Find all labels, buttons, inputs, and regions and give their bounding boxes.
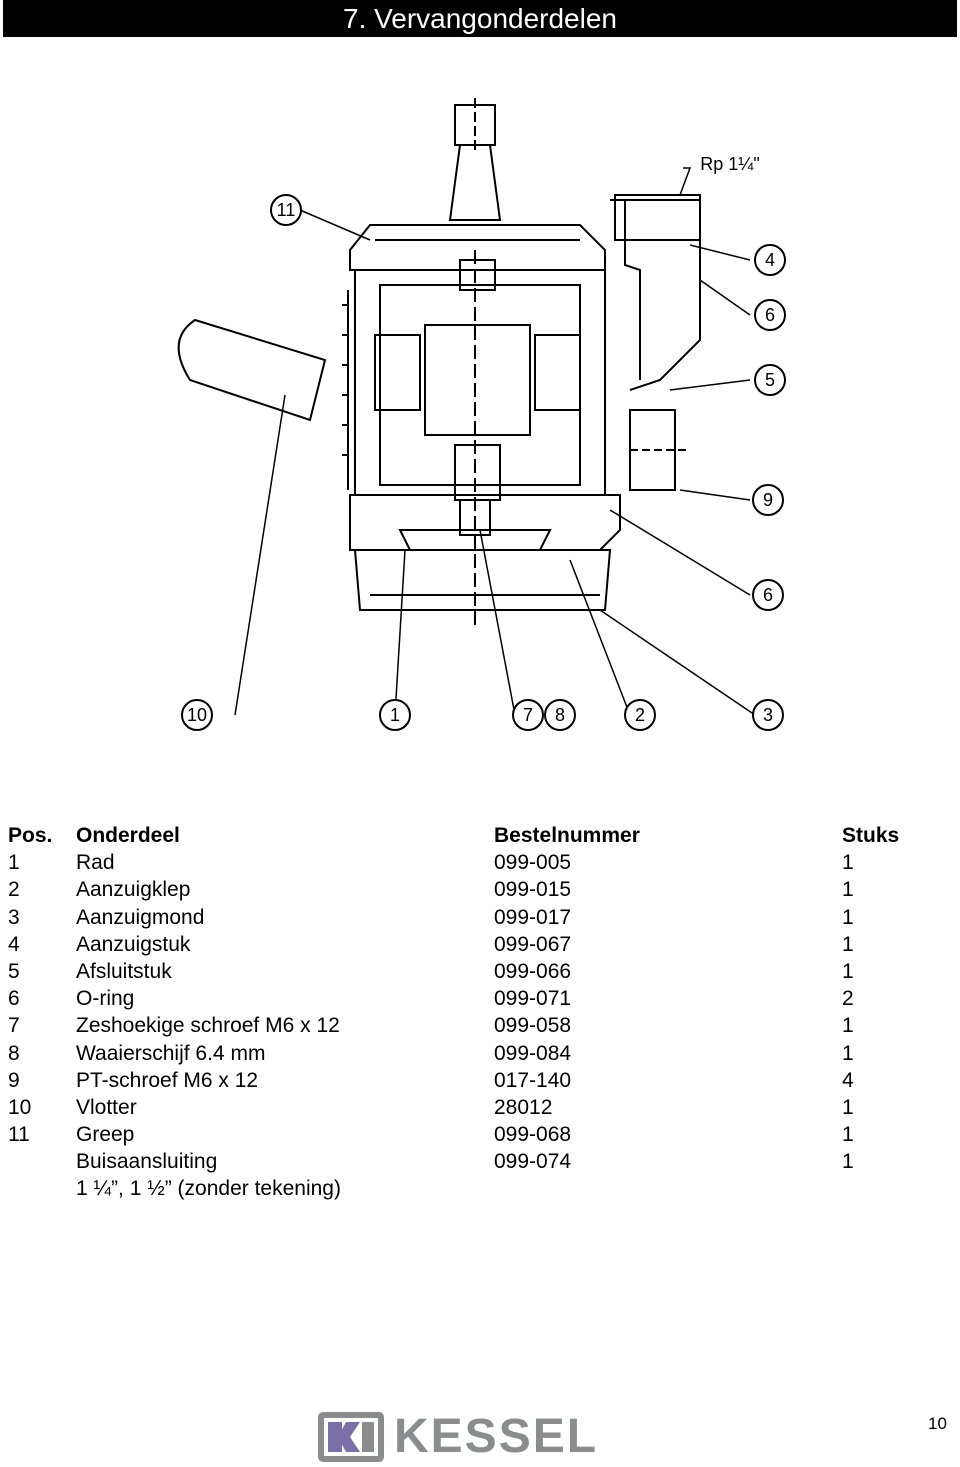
table-row: 5 Afsluitstuk 099-066 1: [8, 958, 948, 985]
cell-order-no: 28012: [494, 1095, 553, 1119]
cell-part: Greep: [76, 1123, 135, 1147]
cell-qty: 1: [842, 1150, 854, 1174]
cell-order-no: 099-066: [494, 959, 572, 983]
cell-part: Aanzuigstuk: [76, 932, 191, 956]
table-row: 9 PT-schroef M6 x 12 017-140 4: [8, 1067, 948, 1094]
cell-part: Aanzuigklep: [76, 878, 191, 902]
thread-label: Rp 1¼": [700, 154, 759, 174]
kessel-logo-mark-icon: [318, 1412, 384, 1462]
cell-pos: 4: [8, 932, 20, 956]
header-qty: Stuks: [842, 824, 900, 847]
header-part: Onderdeel: [76, 824, 180, 847]
table-row: 4 Aanzuigstuk 099-067 1: [8, 931, 948, 958]
cell-part: Buisaansluiting: [76, 1150, 218, 1174]
cell-pos: 10: [8, 1095, 32, 1119]
cell-order-no: 099-015: [494, 878, 572, 902]
table-row: 6 O-ring 099-071 2: [8, 985, 948, 1012]
callout-label: 3: [763, 705, 773, 725]
callout-label: 5: [765, 370, 775, 390]
cell-pos: 8: [8, 1041, 20, 1065]
cell-order-no: 099-071: [494, 987, 572, 1011]
cell-qty: 1: [842, 878, 854, 902]
cell-order-no: 099-058: [494, 1014, 572, 1038]
cell-pos: 3: [8, 905, 20, 929]
cell-part: Vlotter: [76, 1095, 137, 1119]
table-row: 1 ¼”, 1 ½” (zonder tekening): [8, 1175, 948, 1202]
table-row: 2 Aanzuigklep 099-015 1: [8, 876, 948, 903]
header-bar: 7. Vervangonderdelen: [3, 0, 957, 37]
cell-part: Rad: [76, 851, 115, 875]
cell-qty: 1: [842, 1123, 854, 1147]
cell-qty: 4: [842, 1068, 854, 1092]
cell-part: 1 ¼”, 1 ½” (zonder tekening): [76, 1177, 341, 1201]
page-title: 7. Vervangonderdelen: [343, 3, 617, 34]
callout-label: 6: [763, 585, 773, 605]
table-row: 11 Greep 099-068 1: [8, 1121, 948, 1148]
cell-pos: 5: [8, 959, 20, 983]
table-row: 10 Vlotter 28012 1: [8, 1094, 948, 1121]
cell-pos: 7: [8, 1014, 20, 1038]
cell-order-no: 099-005: [494, 851, 572, 875]
cell-order-no: 099-084: [494, 1041, 572, 1065]
header-pos: Pos.: [8, 824, 53, 847]
header-order-no: Bestelnummer: [494, 824, 640, 847]
cell-part: Waaierschijf 6.4 mm: [76, 1041, 266, 1065]
table-row: 3 Aanzuigmond 099-017 1: [8, 904, 948, 931]
cell-order-no: 099-017: [494, 905, 572, 929]
callout-label: 1: [390, 705, 400, 725]
page-number: 10: [928, 1414, 947, 1433]
callout-label: 6: [765, 305, 775, 325]
cell-part: Zeshoekige schroef M6 x 12: [76, 1014, 340, 1038]
callout-label: 11: [277, 200, 296, 220]
cell-part: Aanzuigmond: [76, 905, 205, 929]
cell-part: Afsluitstuk: [76, 959, 172, 983]
pump-cross-section-drawing: Rp 1¼" 11 4 6 5 9 6 10 1 7 8 2 3: [177, 98, 786, 731]
parts-table-header: Pos. Onderdeel Bestelnummer Stuks: [8, 822, 948, 849]
callout-label: 8: [555, 705, 565, 725]
cell-order-no: 099-074: [494, 1150, 572, 1174]
table-row: 7 Zeshoekige schroef M6 x 12 099-058 1: [8, 1012, 948, 1039]
cell-pos: 11: [8, 1123, 30, 1147]
cell-qty: 1: [842, 905, 854, 929]
cell-order-no: 099-068: [494, 1123, 572, 1147]
callout-label: 2: [635, 705, 645, 725]
cell-qty: 2: [842, 987, 854, 1011]
table-row: Buisaansluiting 099-074 1: [8, 1148, 948, 1175]
cell-qty: 1: [842, 1095, 854, 1119]
cell-qty: 1: [842, 1041, 854, 1065]
cell-qty: 1: [842, 932, 854, 956]
cell-pos: 2: [8, 878, 20, 902]
cell-qty: 1: [842, 959, 854, 983]
callout-label: 7: [523, 705, 533, 725]
cell-part: O-ring: [76, 987, 135, 1011]
cell-order-no: 099-067: [494, 932, 572, 956]
table-row: 8 Waaierschijf 6.4 mm 099-084 1: [8, 1040, 948, 1067]
logo-text: KESSEL: [394, 1410, 599, 1463]
callout-label: 9: [763, 490, 773, 510]
kessel-logo: KESSEL: [318, 1412, 618, 1462]
cell-qty: 1: [842, 851, 854, 875]
cell-qty: 1: [842, 1014, 854, 1038]
callout-label: 10: [187, 705, 207, 725]
callout-label: 4: [765, 250, 775, 270]
cell-part: PT-schroef M6 x 12: [76, 1068, 259, 1092]
cell-order-no: 017-140: [494, 1068, 572, 1092]
cell-pos: 1: [8, 851, 20, 875]
cell-pos: 9: [8, 1068, 20, 1092]
cell-pos: 6: [8, 987, 20, 1011]
table-row: 1 Rad 099-005 1: [8, 849, 948, 876]
parts-table: Pos. Onderdeel Bestelnummer Stuks 1 Rad …: [8, 822, 948, 1203]
